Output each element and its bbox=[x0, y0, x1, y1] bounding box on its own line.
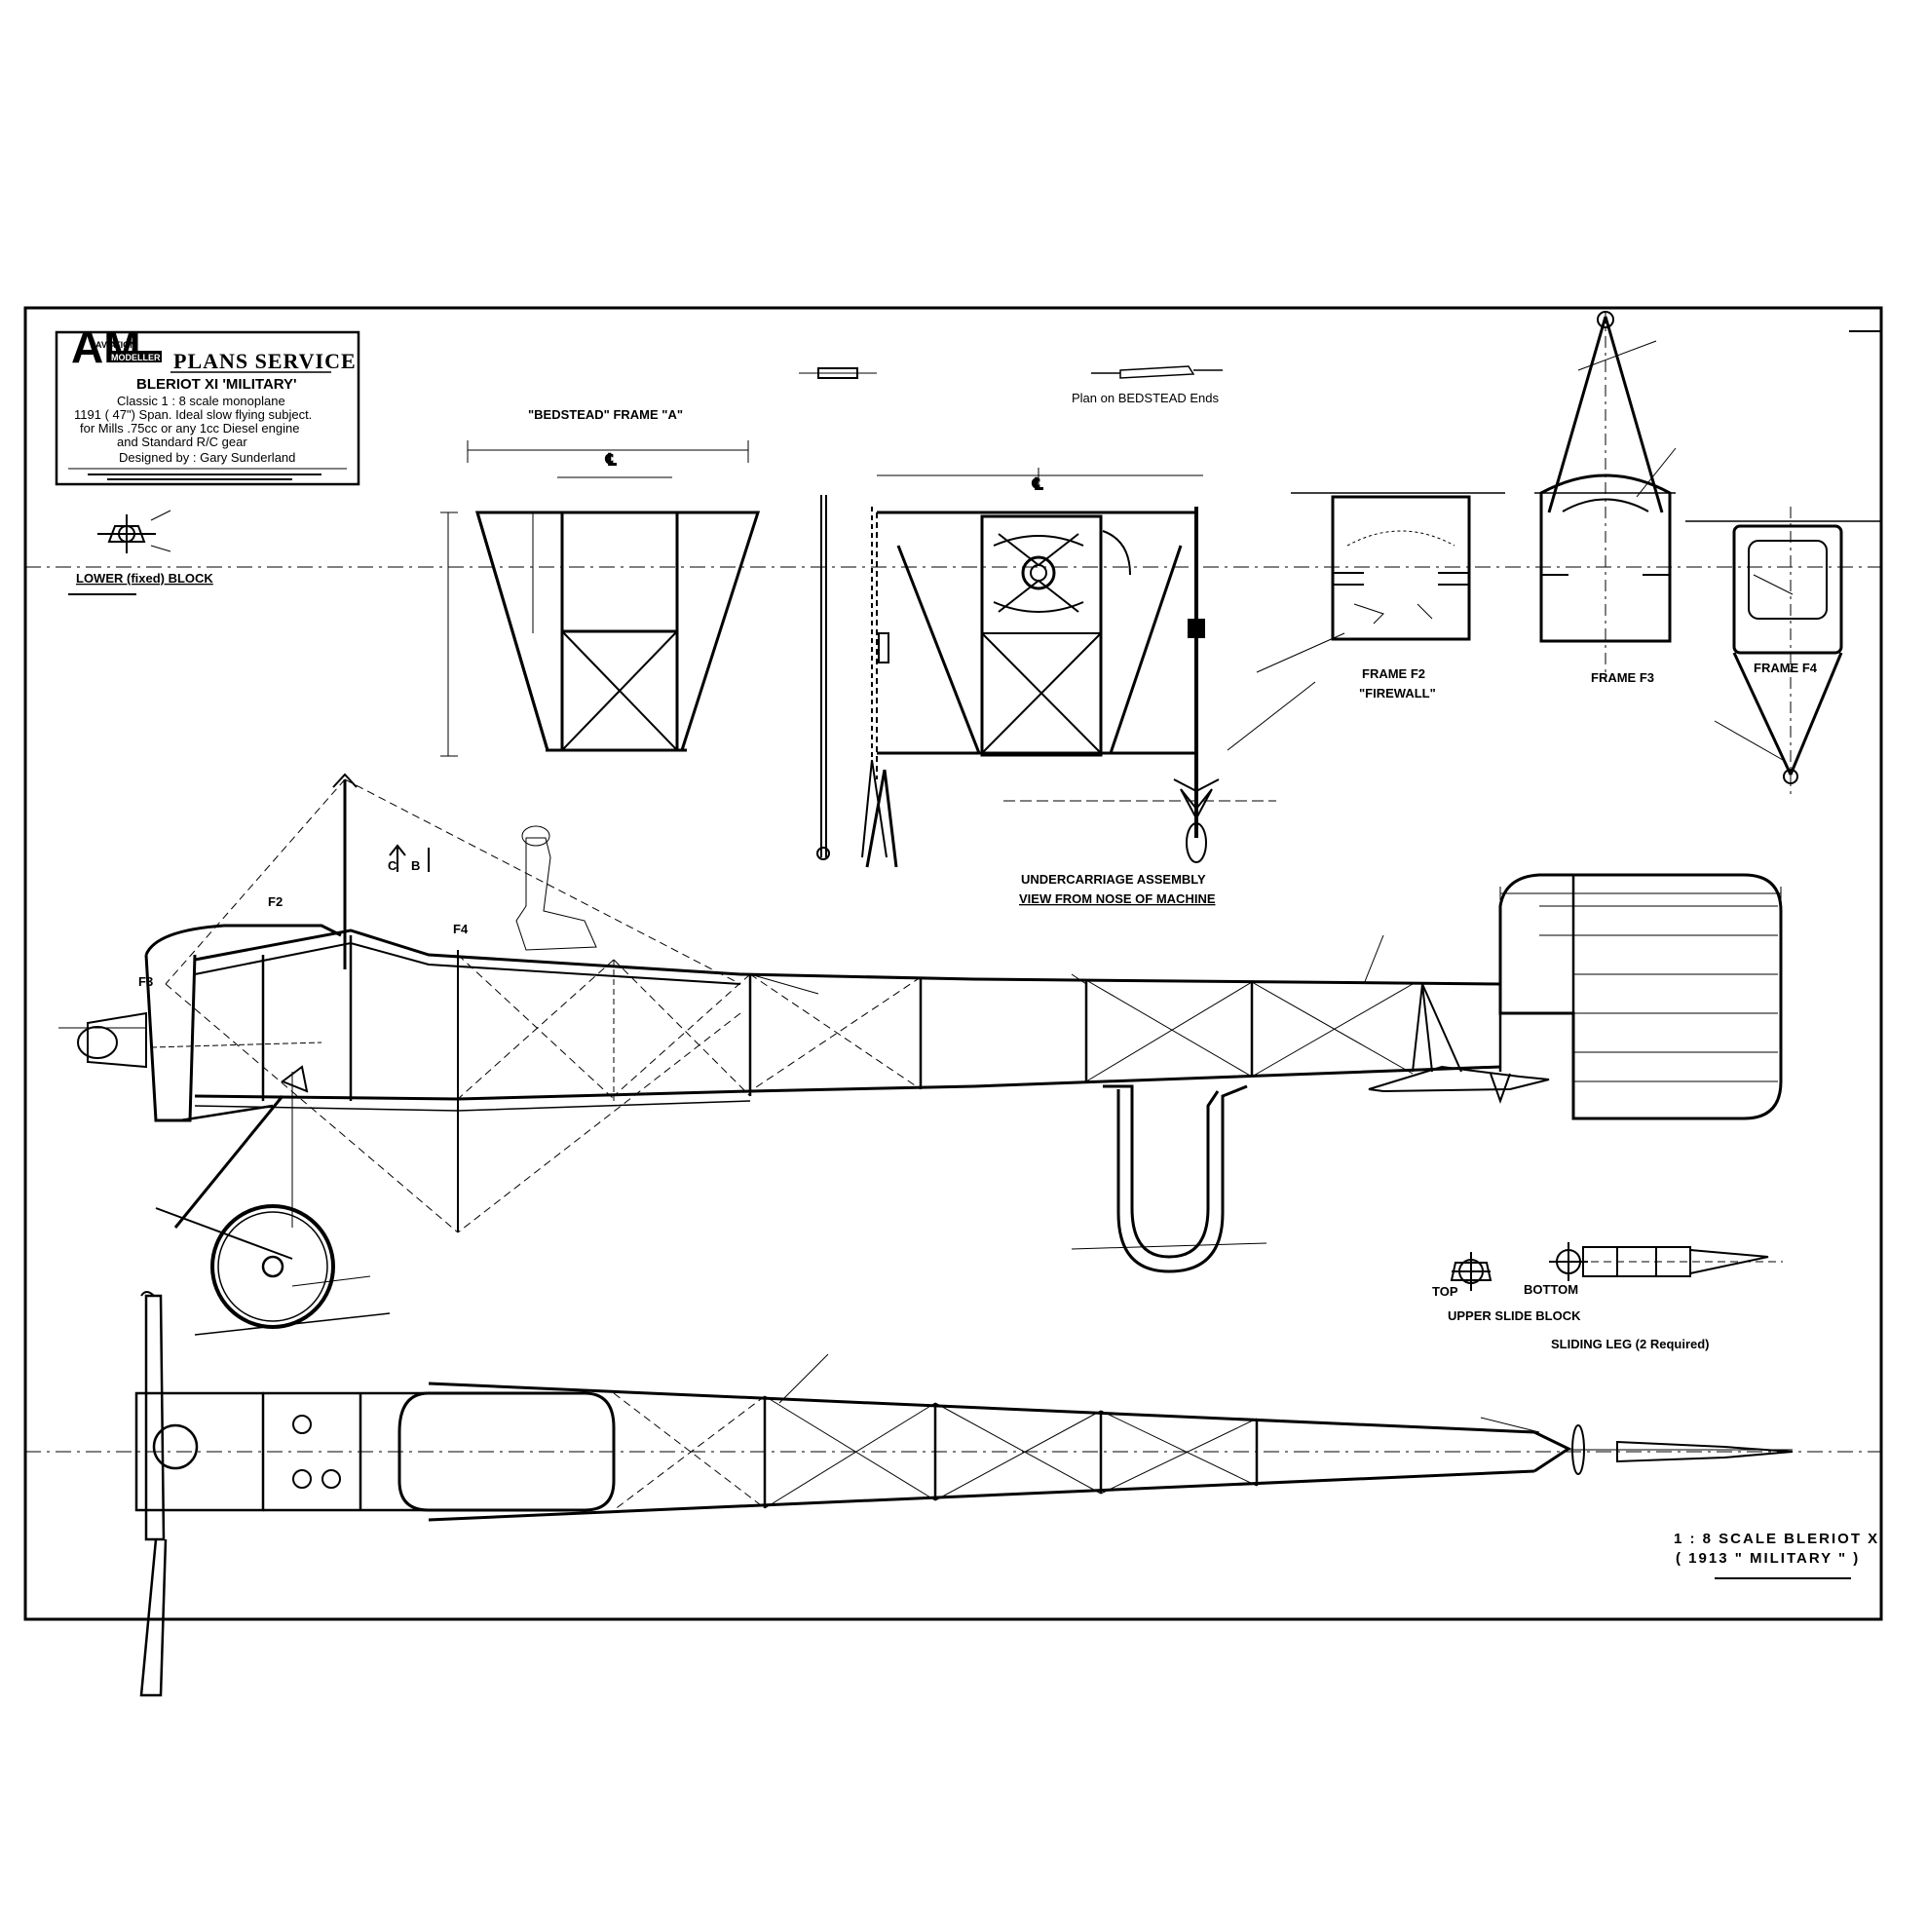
annotation-leaders bbox=[291, 340, 1794, 1433]
upper-slide-block-label: UPPER SLIDE BLOCK bbox=[1448, 1308, 1581, 1323]
undercarriage-label-2: VIEW FROM NOSE OF MACHINE bbox=[1019, 891, 1216, 906]
sliding-leg-label: SLIDING LEG (2 Required) bbox=[1551, 1337, 1710, 1351]
f2-marker: F2 bbox=[268, 894, 283, 909]
fuselage-plan-view bbox=[134, 1291, 1794, 1697]
desc-line-1: Classic 1 : 8 scale monoplane bbox=[117, 394, 285, 408]
frame-f4-label: FRAME F4 bbox=[1754, 661, 1818, 675]
bedstead-frame-a: ℄ bbox=[440, 440, 761, 757]
bottom-label: BOTTOM bbox=[1524, 1282, 1578, 1297]
undercarriage-assembly: ℄ bbox=[865, 468, 1276, 868]
top-label: TOP bbox=[1432, 1284, 1458, 1299]
title-block: AM AVIATION MODELLER PLANS SERVICE BLERI… bbox=[55, 322, 360, 486]
f4-marker: F4 bbox=[453, 922, 469, 936]
undercarriage-label-1: UNDERCARRIAGE ASSEMBLY bbox=[1021, 872, 1206, 887]
frame-f3 bbox=[1534, 311, 1676, 682]
svg-text:℄: ℄ bbox=[605, 452, 617, 469]
am-logo: AM AVIATION MODELLER bbox=[71, 322, 162, 372]
section-c-marker: C bbox=[388, 858, 397, 873]
frame-f2 bbox=[1291, 492, 1505, 641]
bedstead-frame-label: "BEDSTEAD" FRAME "A" bbox=[528, 407, 683, 422]
desc-line-2: 1191 ( 47") Span. Ideal slow flying subj… bbox=[74, 407, 312, 422]
firewall-label: "FIREWALL" bbox=[1359, 686, 1436, 701]
small-fitting-detail bbox=[799, 367, 877, 379]
section-b-marker: B bbox=[411, 858, 420, 873]
front-width-dimension bbox=[1499, 887, 1782, 900]
frame-f3-label: FRAME F3 bbox=[1591, 670, 1654, 685]
desc-line-3: for Mills .75cc or any 1cc Diesel engine bbox=[80, 421, 299, 436]
plan-on-bedstead-label: Plan on BEDSTEAD Ends bbox=[1072, 391, 1220, 405]
svg-text:AM: AM bbox=[71, 322, 141, 372]
desc-line-4: and Standard R/C gear bbox=[117, 435, 247, 449]
undercarriage-leg-side bbox=[816, 495, 889, 860]
lower-block-label: LOWER (fixed) BLOCK bbox=[76, 571, 213, 586]
svg-text:℄: ℄ bbox=[1032, 476, 1043, 493]
designer-credit: Designed by : Gary Sunderland bbox=[119, 450, 295, 465]
f3-marker: F3 bbox=[138, 974, 153, 989]
fuselage-side-elevation bbox=[58, 773, 1783, 1336]
svg-text:AVIATION: AVIATION bbox=[95, 340, 136, 350]
scale-note-line1: 1 : 8 SCALE BLERIOT XI bbox=[1674, 1531, 1885, 1547]
frame-f2-label: FRAME F2 bbox=[1362, 666, 1425, 681]
svg-text:MODELLER: MODELLER bbox=[111, 353, 161, 362]
sliding-leg bbox=[1578, 1246, 1783, 1277]
sheet-border bbox=[23, 306, 1883, 1621]
scale-note-line2: ( 1913 " MILITARY " ) bbox=[1676, 1550, 1860, 1567]
model-title: BLERIOT XI 'MILITARY' bbox=[136, 376, 297, 393]
frame-f4 bbox=[1685, 507, 1880, 799]
plans-service-heading: PLANS SERVICE bbox=[173, 349, 357, 373]
lower-block-drawing bbox=[97, 510, 171, 553]
bedstead-end-plan bbox=[1091, 365, 1223, 379]
